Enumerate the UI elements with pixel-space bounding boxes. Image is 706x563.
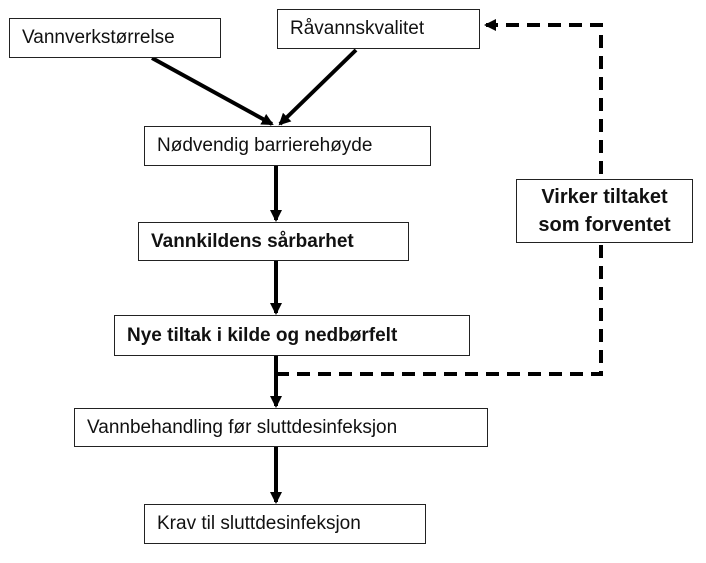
- node-ravannskvalitet: Råvannskvalitet: [277, 9, 480, 49]
- node-nye-tiltak: Nye tiltak i kilde og nedbørfelt: [114, 315, 470, 356]
- node-vannverkstorrelse-label: Vannverkstørrelse: [22, 27, 175, 48]
- node-nye-tiltak-label: Nye tiltak i kilde og nedbørfelt: [127, 324, 398, 346]
- node-nodvendig-barrierehoyde: Nødvendig barrierehøyde: [144, 126, 431, 166]
- node-virker-tiltaket-line2: som forventet: [538, 214, 671, 236]
- node-vannbehandling: Vannbehandling før sluttdesinfeksjon: [74, 408, 488, 447]
- node-ravannskvalitet-label: Råvannskvalitet: [290, 18, 425, 39]
- node-nodvendig-barrierehoyde-label: Nødvendig barrierehøyde: [157, 135, 373, 156]
- node-vannbehandling-label: Vannbehandling før sluttdesinfeksjon: [87, 416, 398, 438]
- node-vannkildens-sarbarhet: Vannkildens sårbarhet: [138, 222, 409, 261]
- edge-ravann-to-barriere: [278, 48, 358, 126]
- node-virker-tiltaket: Virker tiltaket som forventet: [516, 179, 693, 243]
- node-vannkildens-sarbarhet-label: Vannkildens sårbarhet: [151, 230, 354, 252]
- node-krav-til-sluttdesinfeksjon-label: Krav til sluttdesinfeksjon: [157, 513, 361, 534]
- edge-vannverk-to-barriere: [151, 56, 274, 126]
- node-vannverkstorrelse: Vannverkstørrelse: [9, 18, 221, 58]
- node-krav-til-sluttdesinfeksjon: Krav til sluttdesinfeksjon: [144, 504, 426, 544]
- node-virker-tiltaket-line1: Virker tiltaket: [541, 186, 668, 208]
